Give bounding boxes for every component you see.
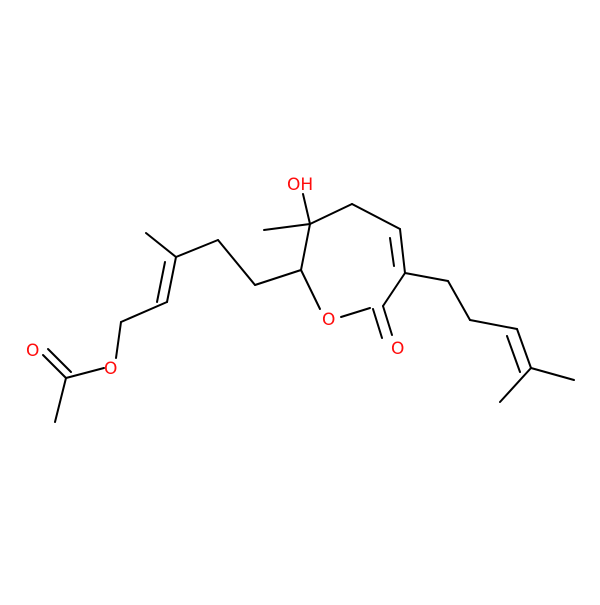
ring-oxygen-label: O xyxy=(322,310,335,330)
bond-carbonyl-double-a xyxy=(382,305,393,336)
bond-methyl-branch xyxy=(145,232,177,258)
bond-side-double-1 xyxy=(516,328,532,369)
bond-methyl-carbonyl xyxy=(54,377,67,423)
bond-ring-o-c2 xyxy=(300,269,321,310)
bond-alkene-double-1 xyxy=(166,256,177,303)
bond-ring-c6-c7 xyxy=(382,272,406,307)
ester-oxygen-label: O xyxy=(104,359,117,379)
acetyl-group xyxy=(42,348,105,423)
bond-methyl-end-1 xyxy=(530,367,575,381)
bond-ring-c7-o xyxy=(340,307,371,318)
bond-ring-c2-c3 xyxy=(300,223,311,271)
bond-chain-2 xyxy=(217,239,256,286)
hydroxyl-label: OH xyxy=(287,175,313,195)
bond-side-2 xyxy=(447,280,471,321)
methylpentenyl-chain xyxy=(404,272,575,403)
bond-alkene-double-2 xyxy=(156,261,166,303)
bond-methyl-end-2 xyxy=(499,367,532,403)
bond-ring-c4-c5 xyxy=(351,203,401,230)
bond-side-1 xyxy=(404,272,449,282)
bond-carbonyl-double-b xyxy=(372,308,383,339)
lactone-ring xyxy=(263,193,406,339)
bond-methyl-c3 xyxy=(263,223,311,231)
bond-carbonyl-ester-o xyxy=(65,367,105,379)
bond-chain-to-ring xyxy=(254,269,302,286)
bond-ring-c5-c6-double-2 xyxy=(389,237,395,267)
bond-c3-oh xyxy=(302,193,311,225)
acetyl-carbonyl-oxygen-label: O xyxy=(26,341,39,361)
bond-ring-c3-c4 xyxy=(309,203,353,225)
bond-ch2-alkene xyxy=(120,301,168,323)
bond-side-3 xyxy=(469,319,518,330)
lactone-carbonyl-oxygen-label: O xyxy=(391,339,404,359)
bond-ester-o-ch2 xyxy=(115,321,122,359)
bond-chain-1 xyxy=(175,239,219,258)
bond-carbonyl-double-1 xyxy=(42,354,67,379)
bond-side-double-2 xyxy=(506,335,521,373)
bond-ring-c5-c6-double-1 xyxy=(399,228,406,274)
bond-carbonyl-double-2 xyxy=(47,348,72,373)
prenyl-acetate-chain xyxy=(115,232,302,359)
